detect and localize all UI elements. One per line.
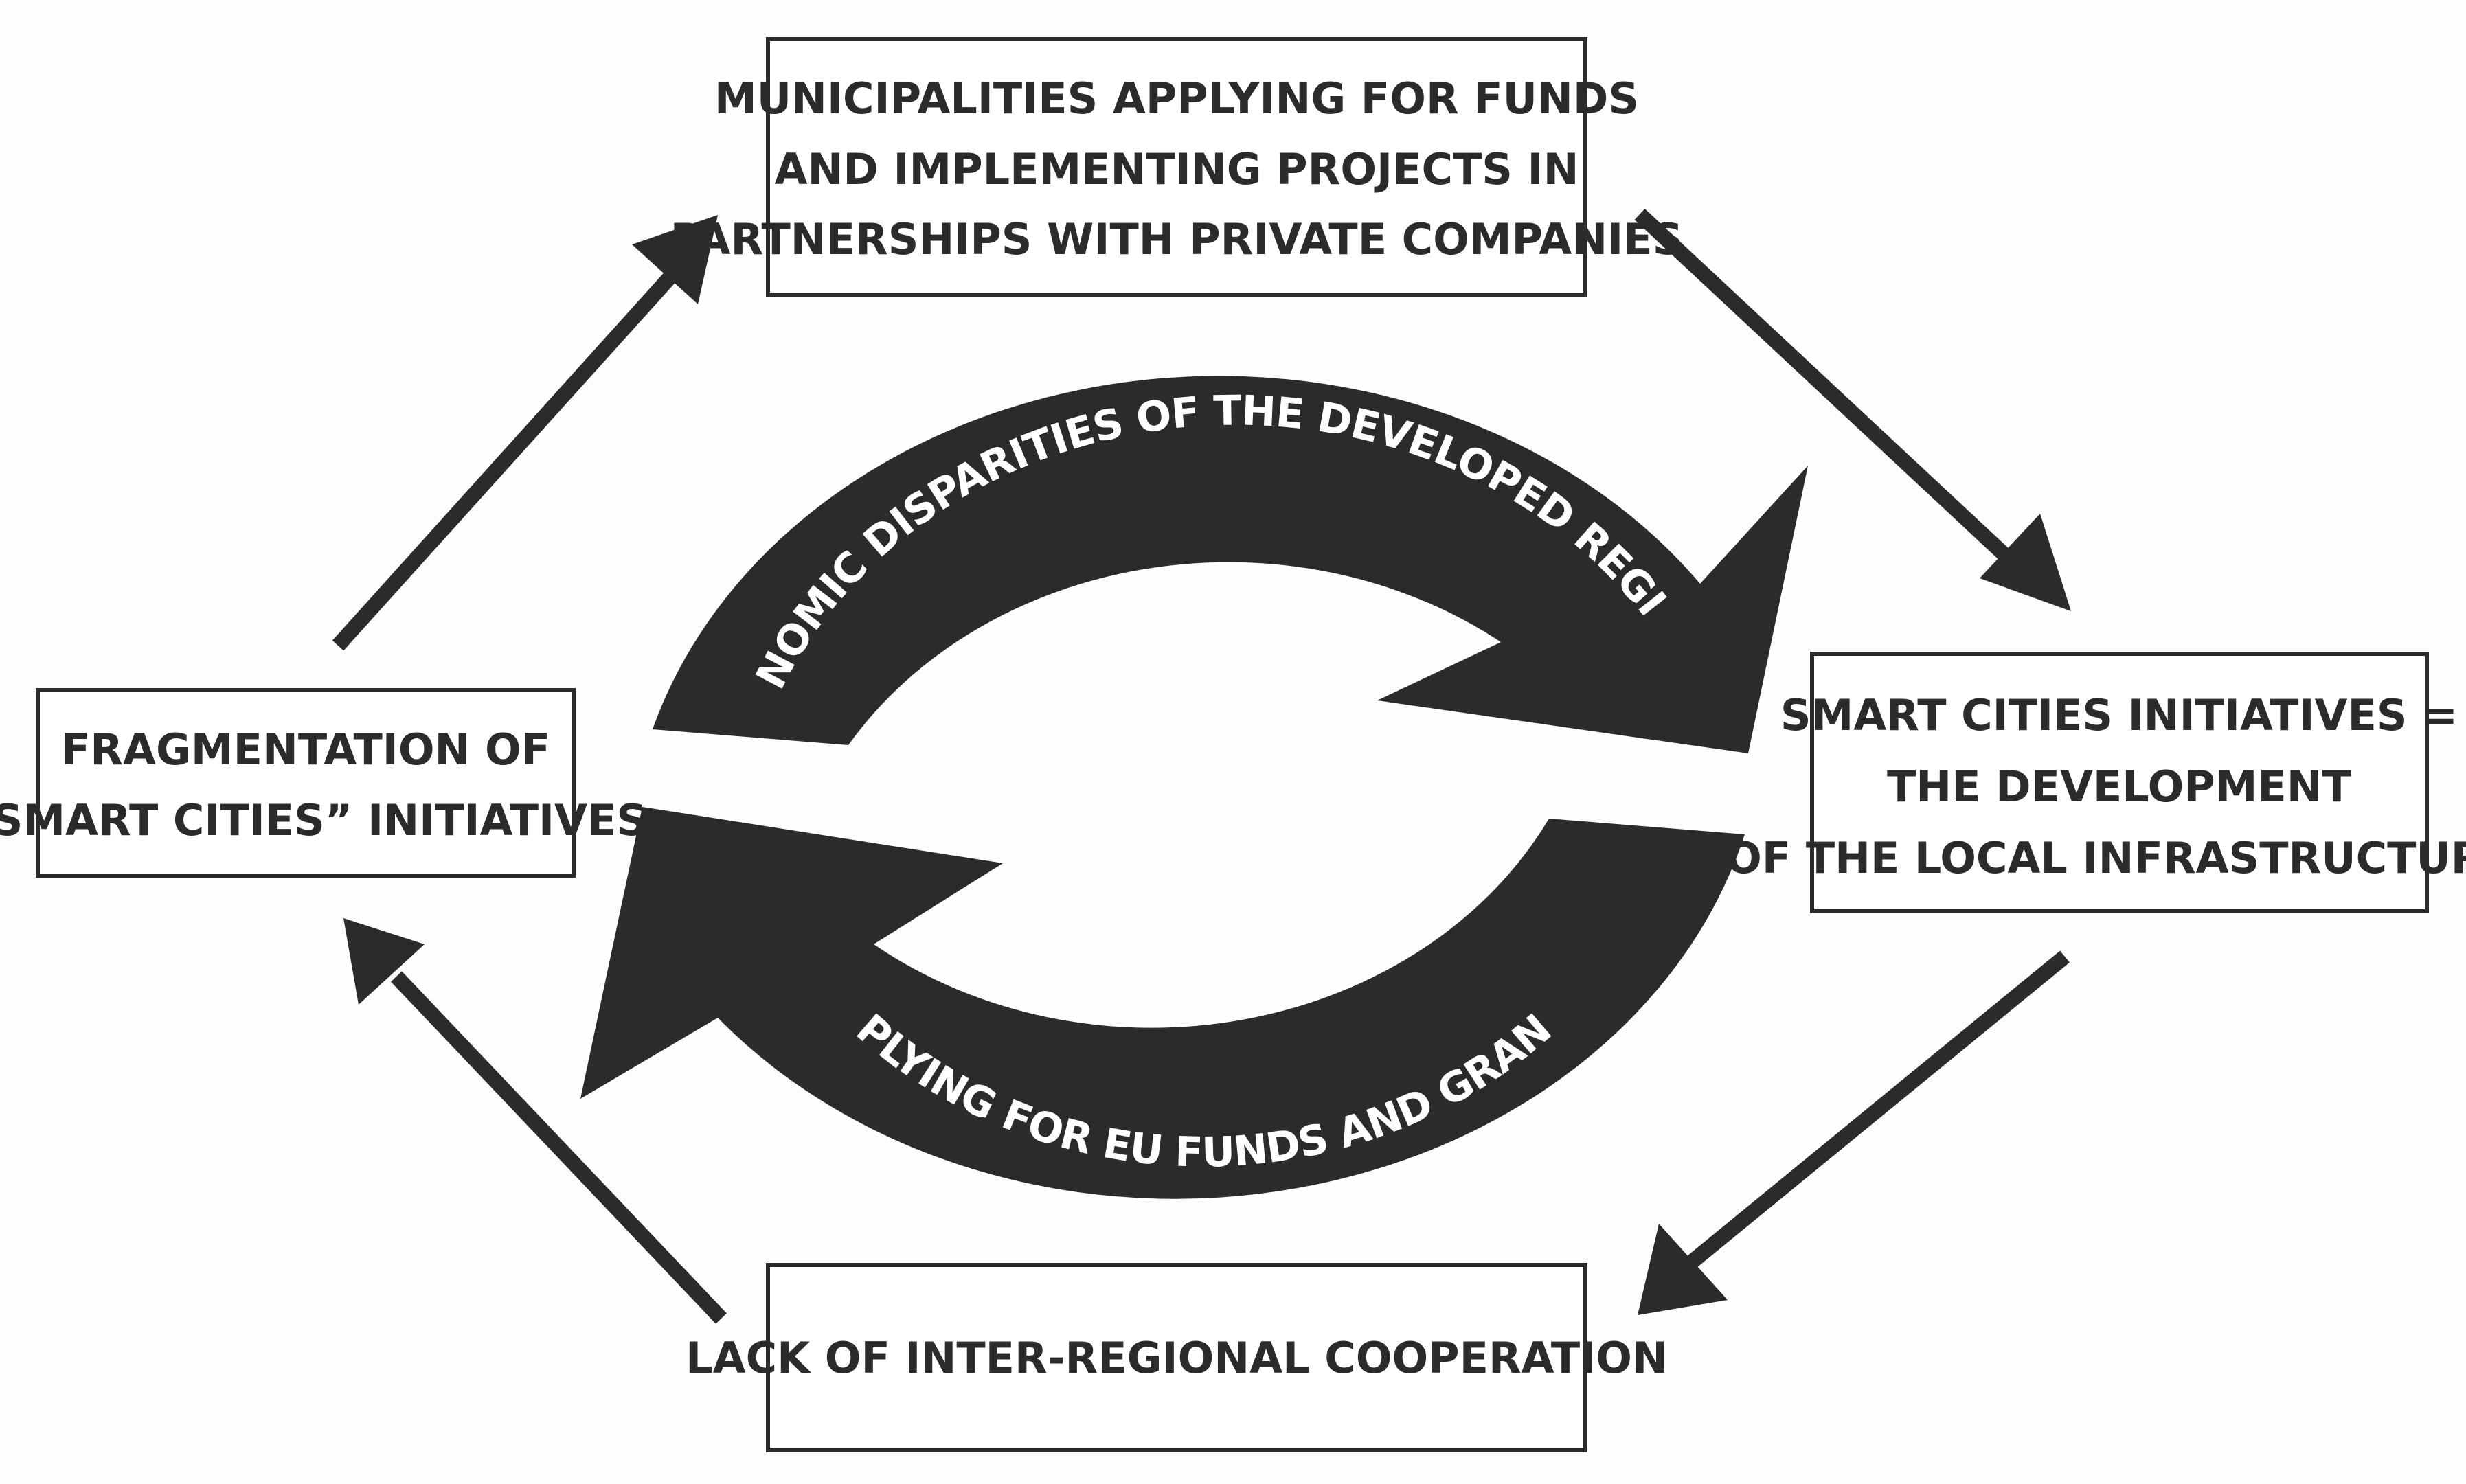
box-top-line-1: MUNICIPALITIES APPLYING FOR FUNDS [714,73,1639,124]
arrow-left-to-top-head [632,215,718,304]
box-right-line-3: OF THE LOCAL INFRASTRUCTURE [1726,833,2466,883]
arrow-left-to-top [332,215,718,651]
box-left-line-2: “SMART CITIES” INITIATIVES [0,795,647,845]
arrow-bottom-to-left [343,918,727,1324]
box-top-line-2: AND IMPLEMENTING PROJECTS IN [775,144,1579,194]
arrow-top-to-right-head [1980,514,2071,611]
arrow-right-to-bottom [1638,950,2070,1315]
box-bottom: LACK OF INTER-REGIONAL COOPERATION [686,1263,1668,1452]
arrow-bottom-to-left-head [343,918,425,1005]
box-left: FRAGMENTATION OF “SMART CITIES” INITIATI… [0,688,647,878]
arrow-left-to-top-shaft [332,264,683,651]
arrow-top-to-right [1634,208,2071,611]
upper-cycle-arrow [653,376,1808,753]
arrow-bottom-to-left-shaft [391,971,727,1324]
box-top-frame [766,37,1587,297]
box-right-frame [1810,652,2429,913]
box-bottom-frame [766,1263,1587,1452]
box-top: MUNICIPALITIES APPLYING FOR FUNDS AND IM… [670,37,1684,297]
arrow-right-to-bottom-shaft [1685,950,2070,1270]
box-right-line-2: THE DEVELOPMENT [1887,762,2351,812]
box-left-frame [36,688,576,878]
box-top-line-3: PARTNERSHIPS WITH PRIVATE COMPANIES [670,214,1684,264]
arrow-right-to-bottom-head [1638,1224,1728,1315]
box-bottom-line-1: LACK OF INTER-REGIONAL COOPERATION [686,1333,1668,1383]
box-right-line-1: SMART CITIES INITIATIVES = [1780,690,2458,740]
lower-cycle-arrow [580,807,1745,1199]
box-left-line-1: FRAGMENTATION OF [61,724,550,775]
box-right: SMART CITIES INITIATIVES = THE DEVELOPME… [1726,652,2466,913]
arrow-top-to-right-shaft [1634,208,2017,568]
